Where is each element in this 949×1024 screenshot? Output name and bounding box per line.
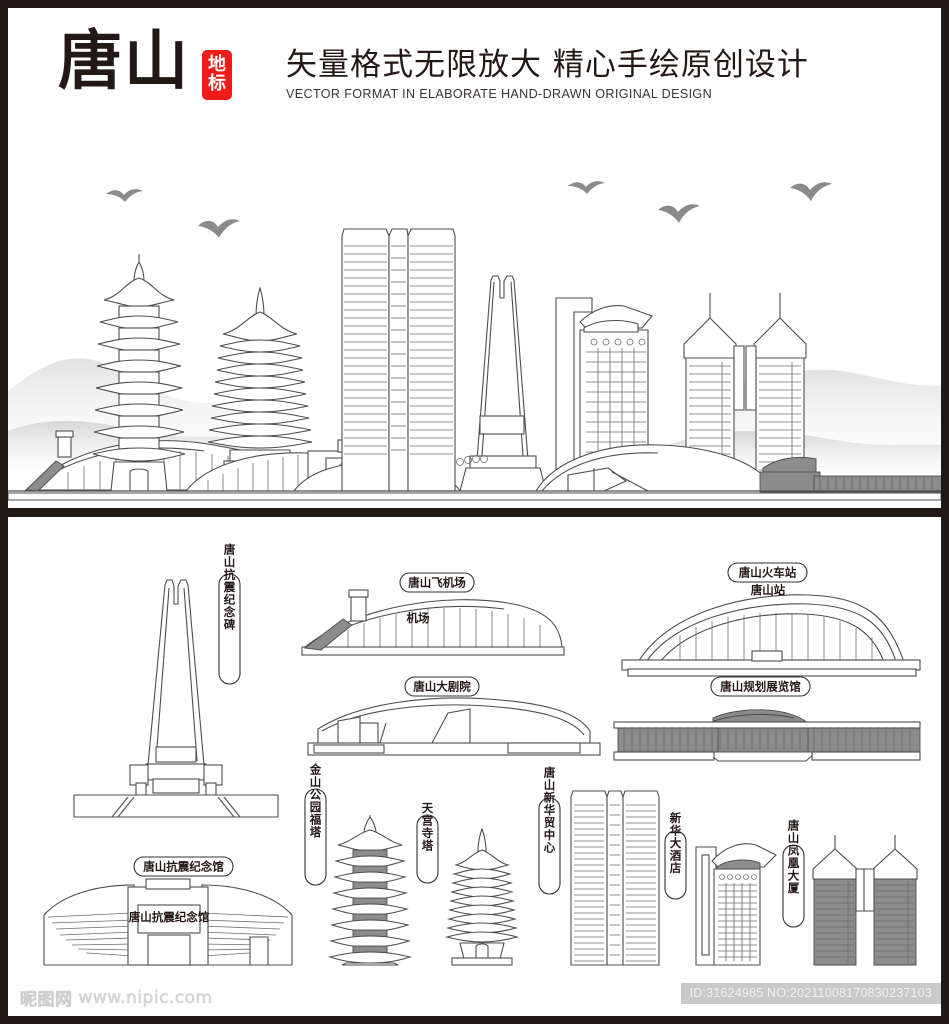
bird-icon <box>658 204 700 223</box>
badge-line-2: 标 <box>208 73 226 94</box>
label-pill-xinhuahotel: 新华大酒店 <box>664 811 687 900</box>
skyline-futa-pagoda <box>92 254 186 492</box>
landmark-label: 唐山大剧院 <box>412 680 471 694</box>
landmark-label: 唐山抗震纪念碑 <box>223 542 237 630</box>
landmark-catalog: 唐山抗震纪念碑 <box>8 517 941 975</box>
label-pill-fenghuang: 唐山凤凰大厦 <box>782 819 805 928</box>
landmark-label: 新华大酒店 <box>669 811 683 874</box>
label-pill-theatre: 唐山大剧院 <box>404 676 480 697</box>
watermark-url: www.nipic.com <box>78 987 213 1008</box>
skyline-tiangong-pagoda <box>207 286 313 470</box>
landmark-label: 唐山凤凰大厦 <box>787 819 801 895</box>
landmark-exhibition: 唐山规划展览馆 <box>613 676 921 762</box>
site-watermark: 昵图网 www.nipic.com <box>20 985 213 1010</box>
bird-icon <box>198 219 240 238</box>
skyline-right-podium <box>759 456 941 493</box>
page-title: 唐山 <box>58 25 190 99</box>
footer: 昵图网 www.nipic.com ID:31624985 NO:2021100… <box>8 975 941 1016</box>
skyline-xinhuamao-towers <box>341 228 456 492</box>
asset-id-chip: ID:31624985 NO:20211008170830237103 <box>680 983 941 1004</box>
landmark-label: 唐山火车站 <box>738 566 797 580</box>
label-pill-monument: 唐山抗震纪念碑 <box>218 542 241 685</box>
poster-canvas: 唐山 地 标 矢量格式无限放大 精心手绘原创设计 VECTOR FORMAT I… <box>8 8 941 1016</box>
landmark-label: 唐山规划展览馆 <box>719 680 801 694</box>
landmark-monument: 唐山抗震纪念碑 <box>73 542 279 818</box>
landmark-tiangong: 天宫寺塔 <box>416 802 520 966</box>
badge-line-1: 地 <box>208 54 226 76</box>
label-pill-airport: 唐山飞机场 <box>399 572 475 593</box>
bird-icon <box>790 182 832 201</box>
airport-sign: 机场 <box>407 611 430 625</box>
label-pill-exhibition: 唐山规划展览馆 <box>710 676 811 697</box>
bird-icon <box>568 181 605 194</box>
subtitle-block: 矢量格式无限放大 精心手绘原创设计 VECTOR FORMAT IN ELABO… <box>286 46 886 101</box>
landmark-theatre: 唐山大剧院 <box>307 676 601 756</box>
subtitle-english: VECTOR FORMAT IN ELABORATE HAND-DRAWN OR… <box>286 86 713 101</box>
title-block: 唐山 地 标 <box>58 25 232 100</box>
landmark-svg: 唐山抗震纪念碑 <box>43 542 921 966</box>
landmark-xinhuahotel: 新华大酒店 <box>664 811 777 966</box>
landmark-label: 唐山抗震纪念馆 <box>142 860 224 874</box>
label-pill-tiangong: 天宫寺塔 <box>416 802 439 884</box>
label-pill-xinhuamao: 唐山新华贸中心 <box>538 765 561 895</box>
landmark-xinhuamao: 唐山新华贸中心 <box>538 765 660 966</box>
bird-icon <box>106 189 143 202</box>
landmark-memorial: 唐山抗震纪念馆 唐山抗震纪念馆 <box>43 856 293 966</box>
skyline-earthquake-monument <box>456 275 547 492</box>
watermark-chinese: 昵图网 <box>20 990 73 1011</box>
header: 唐山 地 标 矢量格式无限放大 精心手绘原创设计 VECTOR FORMAT I… <box>8 8 941 150</box>
section-divider <box>8 508 941 517</box>
label-pill-futa: 金山公园福塔 <box>304 763 327 886</box>
subtitle-chinese: 矢量格式无限放大 精心手绘原创设计 <box>286 47 809 83</box>
landmark-label: 天宫寺塔 <box>421 802 435 852</box>
landmark-fenghuang: 唐山凤凰大厦 <box>782 819 918 966</box>
skyline-illustration <box>8 150 941 508</box>
label-pill-memorial: 唐山抗震纪念馆 <box>133 856 234 877</box>
status-badge: 地 标 <box>202 50 232 100</box>
skyline-svg <box>8 181 941 501</box>
station-sign: 唐山站 <box>750 583 786 597</box>
landmark-station: 唐山站 唐山火车站 <box>621 562 921 677</box>
landmark-label: 唐山飞机场 <box>407 576 466 590</box>
label-pill-station: 唐山火车站 <box>727 562 808 583</box>
landmark-label: 唐山新华贸中心 <box>543 765 557 853</box>
landmark-airport: 机场 唐山飞机场 <box>301 572 565 656</box>
landmark-label: 金山公园福塔 <box>309 763 323 839</box>
skyline-station-dome <box>535 444 777 492</box>
landmark-futa: 金山公园福塔 <box>304 763 413 966</box>
memorial-sign: 唐山抗震纪念馆 <box>128 910 210 924</box>
